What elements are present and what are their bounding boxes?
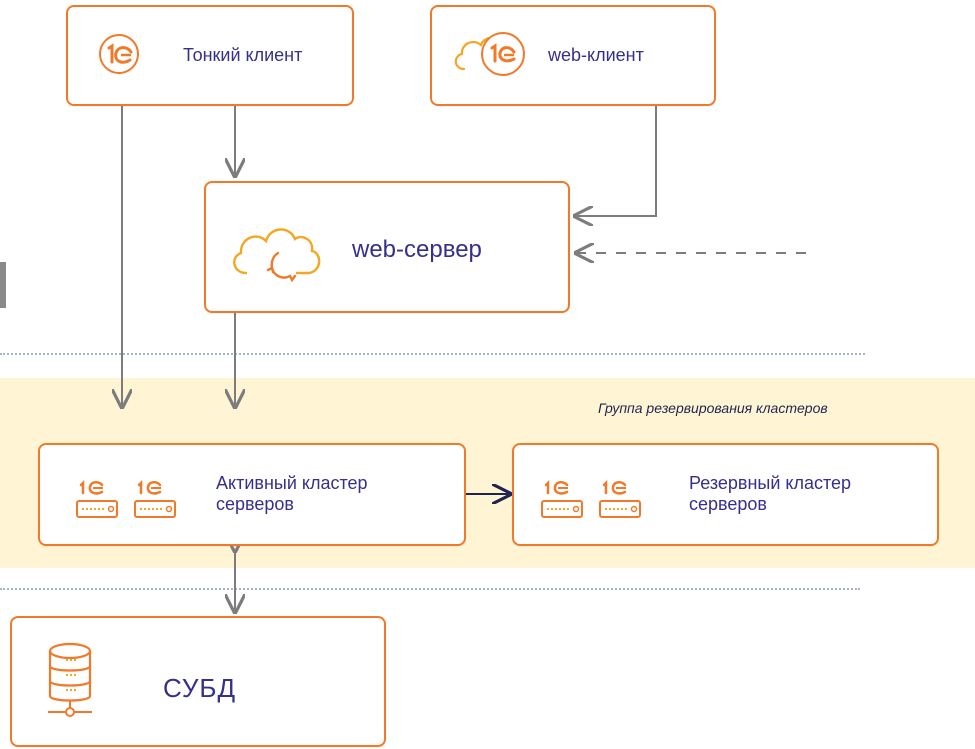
- web-client-to-web-server-connector: [577, 106, 657, 216]
- web-server-label: web-сервер: [352, 236, 482, 263]
- lower-dotted-divider: [0, 588, 860, 590]
- database-icon: [48, 642, 92, 717]
- web-client-node: [430, 5, 716, 106]
- upper-dotted-divider: [0, 353, 865, 355]
- cloud-1c-icon: [454, 32, 525, 76]
- active-cluster-label-line-2: серверов: [216, 494, 294, 515]
- active-cluster-label: Активный кластер серверов: [216, 473, 368, 515]
- dbms-label: СУБД: [163, 673, 237, 703]
- web-server-node: [204, 181, 570, 313]
- reserve-cluster-label-line-2: серверов: [689, 494, 767, 515]
- reserve-cluster-node: [512, 443, 939, 546]
- cluster-redundancy-group-title: Группа резервирования кластеров: [598, 400, 828, 416]
- thin-client-label: Тонкий клиент: [183, 45, 303, 65]
- thin-client-node: [66, 5, 354, 106]
- server-1c-icon: [541, 479, 641, 518]
- dbms-node: [10, 616, 386, 747]
- web-client-label: web-клиент: [548, 45, 644, 65]
- left-edge-mark: [0, 262, 6, 308]
- active-cluster-label-line-1: Активный кластер: [216, 473, 368, 493]
- reserve-cluster-label: Резервный кластер серверов: [689, 473, 851, 515]
- cloud-sync-icon: [233, 228, 321, 283]
- active-cluster-node: [38, 443, 466, 546]
- reserve-cluster-label-line-1: Резервный кластер: [689, 473, 852, 493]
- server-1c-icon: [76, 479, 176, 518]
- 1c-logo-icon: [99, 34, 139, 74]
